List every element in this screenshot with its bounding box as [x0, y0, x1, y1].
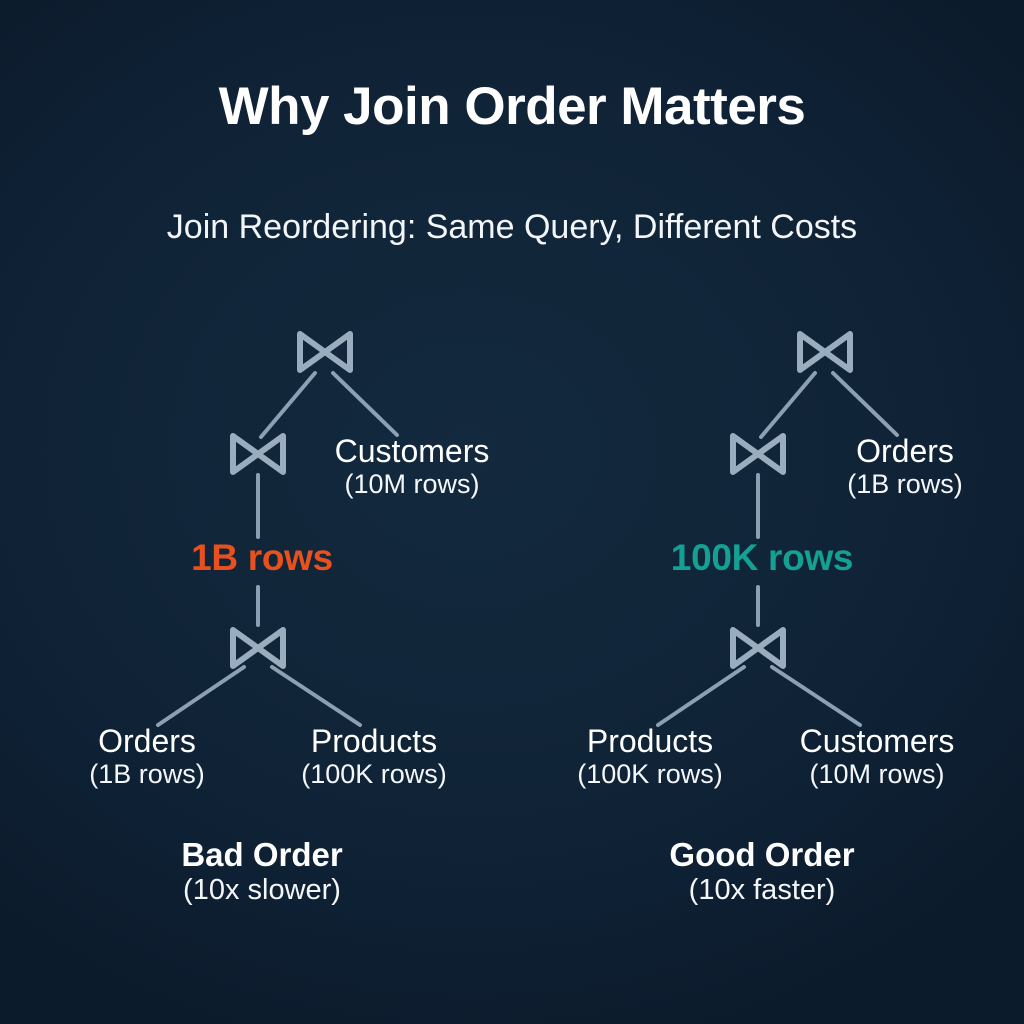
join-bowtie-icon	[295, 329, 355, 375]
table-name: Products	[586, 723, 714, 759]
tree-connectors-left	[156, 371, 399, 727]
table-node: Orders (1B rows)	[847, 433, 963, 499]
table-rowcount: (100K rows)	[577, 758, 723, 789]
tree-caption-subtitle: (10x slower)	[183, 874, 341, 907]
tree-caption-subtitle: (10x faster)	[688, 874, 836, 907]
table-name: Customers	[334, 433, 490, 469]
table-node: Customers (10M rows)	[334, 433, 490, 499]
table-node: Customers (10M rows)	[799, 723, 955, 789]
tree-caption-title: Good Order	[669, 836, 855, 873]
table-rowcount: (10M rows)	[344, 468, 480, 499]
join-bowtie-icon	[228, 625, 288, 671]
tree-caption: Bad Order (10x slower)	[12, 836, 512, 908]
table-rowcount: (10M rows)	[809, 758, 945, 789]
join-bowtie-icon	[795, 329, 855, 375]
table-name: Customers	[799, 723, 955, 759]
tree-connectors-right	[656, 371, 899, 727]
table-node: Products (100K rows)	[301, 723, 447, 789]
table-rowcount: (100K rows)	[301, 758, 447, 789]
table-rowcount: (1B rows)	[89, 758, 205, 789]
join-bowtie-icon	[228, 431, 288, 477]
join-tree-bad-order: Customers (10M rows) 1B rows Orders (1B …	[12, 315, 512, 955]
intermediate-cost-label: 100K rows	[670, 537, 854, 578]
join-tree-good-order: Orders (1B rows) 100K rows Products (100…	[512, 315, 1012, 955]
table-node: Orders (1B rows)	[89, 723, 205, 789]
table-name: Orders	[98, 723, 196, 759]
tree-caption: Good Order (10x faster)	[512, 836, 1012, 908]
join-bowtie-icon	[728, 431, 788, 477]
page-subtitle: Join Reordering: Same Query, Different C…	[166, 208, 858, 246]
tree-caption-title: Bad Order	[181, 836, 343, 873]
page-title: Why Join Order Matters	[218, 77, 806, 136]
table-name: Orders	[856, 433, 954, 469]
table-name: Products	[310, 723, 438, 759]
intermediate-cost-label: 1B rows	[191, 537, 333, 578]
table-node: Products (100K rows)	[577, 723, 723, 789]
join-bowtie-icon	[728, 625, 788, 671]
table-rowcount: (1B rows)	[847, 468, 963, 499]
